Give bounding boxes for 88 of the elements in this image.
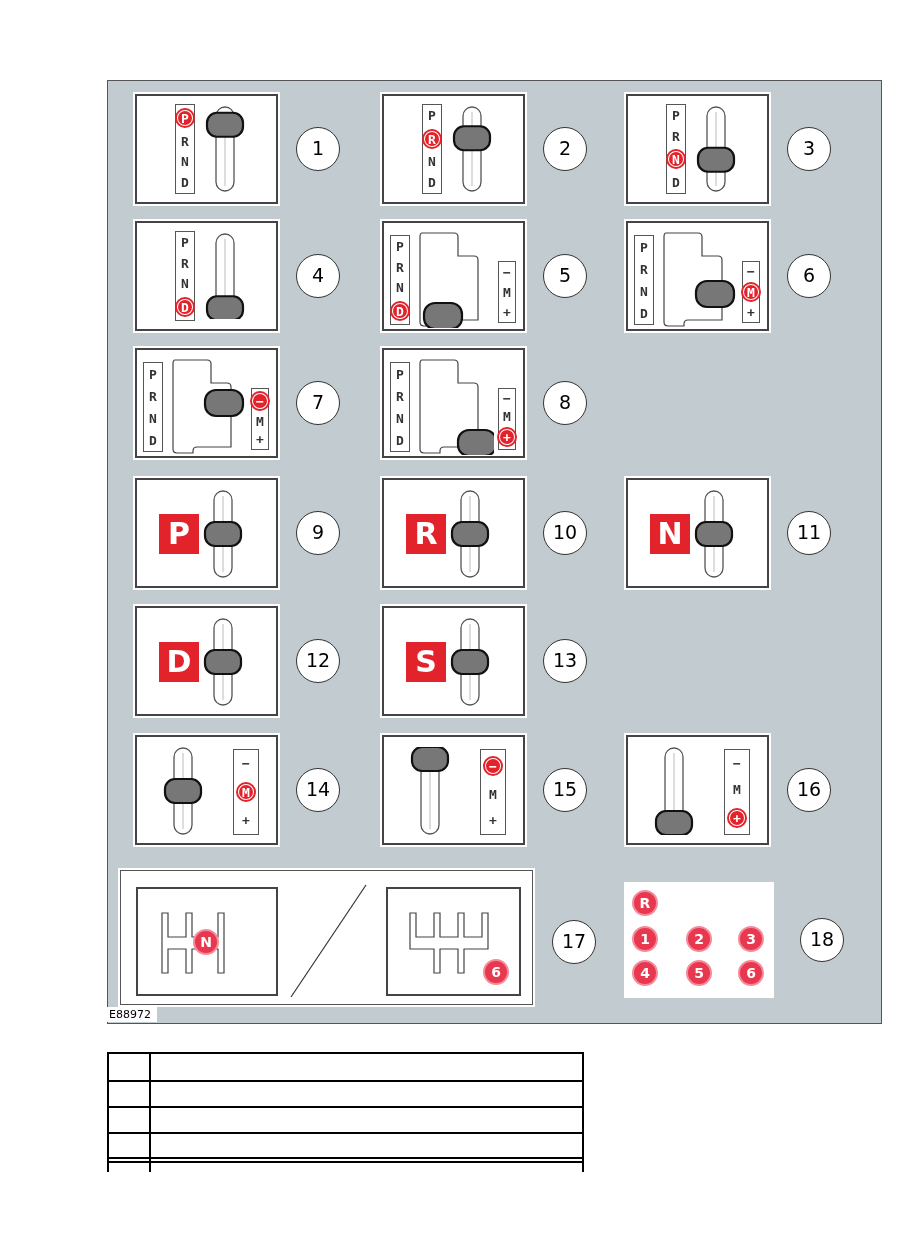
gear-letter: D xyxy=(639,305,649,321)
gear-number-badge: N xyxy=(193,929,219,955)
gear-letter: R xyxy=(148,388,158,404)
selector-panel xyxy=(135,606,278,716)
gear-letter: + xyxy=(241,813,251,829)
gear-number-badge: 5 xyxy=(686,960,712,986)
figure-code: E88972 xyxy=(107,1007,157,1022)
gear-letter: R xyxy=(671,128,681,144)
gear-letter: M xyxy=(502,409,512,424)
gear-letter: N xyxy=(639,283,649,299)
selected-gear-letter: D xyxy=(390,301,410,322)
gear-letter: N xyxy=(395,280,405,296)
selector-panel xyxy=(135,94,278,204)
gear-letter: R xyxy=(180,255,190,271)
gear-letter: P xyxy=(427,107,437,123)
gear-letter: D xyxy=(427,175,437,191)
gear-number-badge: 4 xyxy=(632,960,658,986)
gear-number-badge: 3 xyxy=(738,926,764,952)
gear-number-badge: 6 xyxy=(738,960,764,986)
gear-letter: + xyxy=(746,305,756,321)
selector-panel xyxy=(382,94,525,204)
gear-letter: P xyxy=(639,239,649,255)
gear-letter: N xyxy=(395,410,405,426)
gear-letter: R xyxy=(395,388,405,404)
gear-badge-panel xyxy=(626,884,772,996)
gear-number-badge: 1 xyxy=(632,926,658,952)
selector-panel xyxy=(626,735,769,845)
gear-letter: P xyxy=(395,238,405,254)
selector-panel xyxy=(382,735,525,845)
shift-pattern-panel xyxy=(386,887,521,996)
selector-panel xyxy=(626,94,769,204)
gear-letter: M xyxy=(488,787,498,802)
selector-panel xyxy=(135,221,278,331)
selected-gear-letter: + xyxy=(727,808,747,829)
gear-letter: N xyxy=(148,410,158,426)
gear-letter: − xyxy=(746,263,756,279)
selected-gear-letter: D xyxy=(175,297,195,318)
selector-panel xyxy=(382,606,525,716)
gear-letter: N xyxy=(180,154,190,170)
shift-pattern-panel xyxy=(136,887,278,996)
gear-letter-badge: S xyxy=(406,642,446,682)
selector-panel xyxy=(382,478,525,588)
gear-letter: M xyxy=(732,782,742,797)
illustration-panel xyxy=(120,870,533,1005)
gear-letter: P xyxy=(671,107,681,123)
gear-number-badge: R xyxy=(632,890,658,916)
gear-number-badge: 2 xyxy=(686,926,712,952)
selected-gear-letter: M xyxy=(236,782,256,802)
selected-gear-letter: R xyxy=(422,128,442,149)
gear-letter: R xyxy=(395,259,405,275)
selector-panel xyxy=(135,348,278,458)
gear-letter: P xyxy=(180,234,190,250)
gear-letter: + xyxy=(502,304,512,320)
selector-panel xyxy=(382,348,525,458)
gear-letter-badge: R xyxy=(406,514,446,554)
gear-letter-badge: N xyxy=(650,514,690,554)
gear-letter: − xyxy=(502,264,512,280)
selector-panel xyxy=(382,221,525,331)
selector-panel xyxy=(626,221,769,331)
gear-letter: N xyxy=(427,154,437,170)
gear-letter: + xyxy=(255,432,265,448)
selector-panel xyxy=(135,478,278,588)
selected-gear-letter: − xyxy=(250,390,270,411)
gear-letter: D xyxy=(671,175,681,191)
gear-letter: N xyxy=(180,276,190,292)
gear-letter: D xyxy=(148,432,158,448)
gear-letter-badge: P xyxy=(159,514,199,554)
selected-gear-letter: P xyxy=(175,107,195,128)
gear-letter: P xyxy=(148,366,158,382)
gear-letter: R xyxy=(639,261,649,277)
gear-letter: P xyxy=(395,366,405,382)
gear-letter: − xyxy=(732,755,742,771)
selector-panel xyxy=(135,735,278,845)
gear-letter-badge: D xyxy=(159,642,199,682)
gear-letter: D xyxy=(180,175,190,191)
selected-gear-letter: M xyxy=(741,282,761,302)
selected-gear-letter: + xyxy=(497,427,517,448)
selected-gear-letter: N xyxy=(666,149,686,170)
gear-letter: − xyxy=(502,390,512,406)
gear-letter: − xyxy=(241,755,251,771)
selector-panel xyxy=(626,478,769,588)
gear-letter: + xyxy=(488,813,498,829)
gear-letter: D xyxy=(395,432,405,448)
gear-letter: M xyxy=(255,414,265,429)
selected-gear-letter: − xyxy=(483,755,503,776)
gear-number-badge: 6 xyxy=(483,959,509,985)
gear-letter: M xyxy=(502,284,512,300)
gear-letter: R xyxy=(180,133,190,149)
